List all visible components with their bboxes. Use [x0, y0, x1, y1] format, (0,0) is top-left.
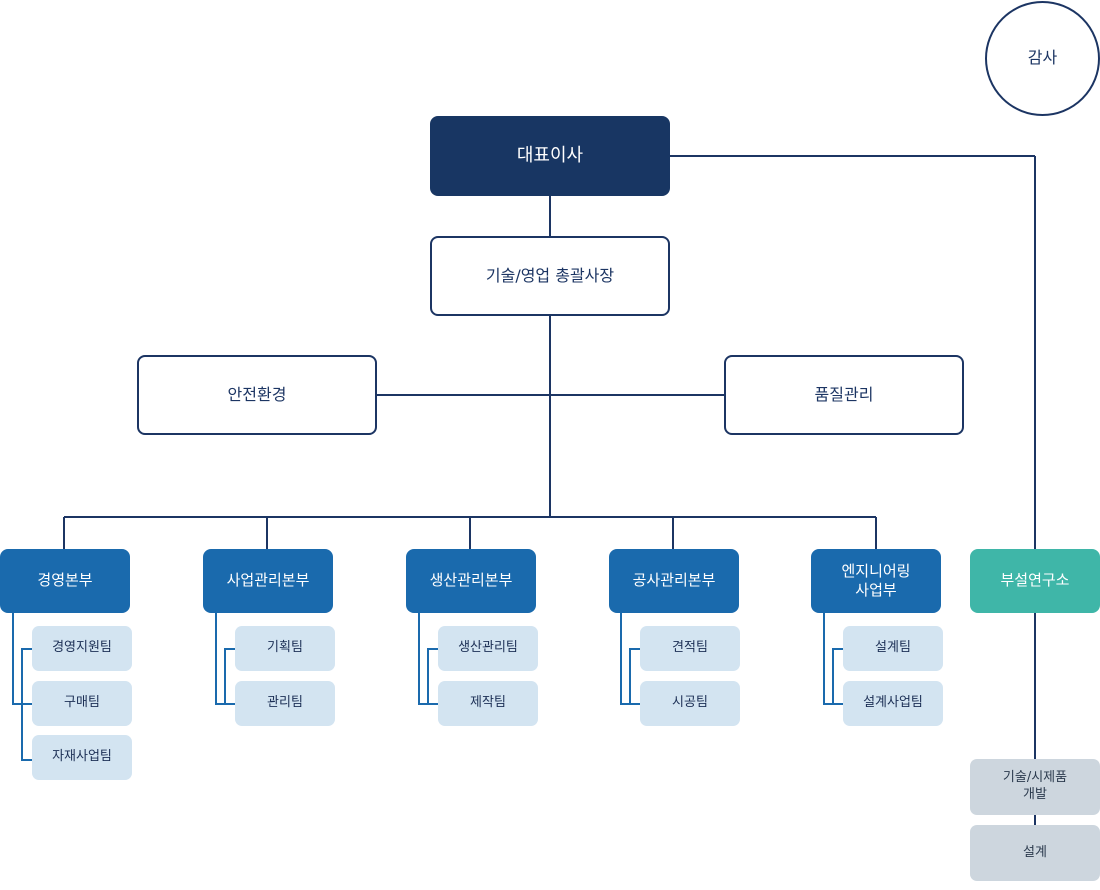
safety-environment-node: 안전환경	[137, 355, 377, 435]
quality-control-node: 품질관리	[724, 355, 964, 435]
division-construction-management: 공사관리본부	[609, 549, 739, 613]
division-production-management: 생산관리본부	[406, 549, 536, 613]
team-construction: 시공팀	[640, 681, 740, 726]
team-administration: 관리팀	[235, 681, 335, 726]
division-management: 경영본부	[0, 549, 130, 613]
general-manager-node: 기술/영업 총괄사장	[430, 236, 670, 316]
team-manufacturing: 제작팀	[438, 681, 538, 726]
team-design-business: 설계사업팀	[843, 681, 943, 726]
research-lab-node: 부설연구소	[970, 549, 1100, 613]
division-business-management: 사업관리본부	[203, 549, 333, 613]
team-estimation: 견적팀	[640, 626, 740, 671]
lab-team-prototype-development: 기술/시제품 개발	[970, 759, 1100, 815]
team-planning: 기획팀	[235, 626, 335, 671]
lab-team-design: 설계	[970, 825, 1100, 881]
team-materials-business: 자재사업팀	[32, 735, 132, 780]
team-management-support: 경영지원팀	[32, 626, 132, 671]
team-production-management: 생산관리팀	[438, 626, 538, 671]
audit-node: 감사	[985, 1, 1100, 116]
team-purchasing: 구매팀	[32, 681, 132, 726]
team-design: 설계팀	[843, 626, 943, 671]
ceo-node: 대표이사	[430, 116, 670, 196]
division-engineering: 엔지니어링 사업부	[811, 549, 941, 613]
